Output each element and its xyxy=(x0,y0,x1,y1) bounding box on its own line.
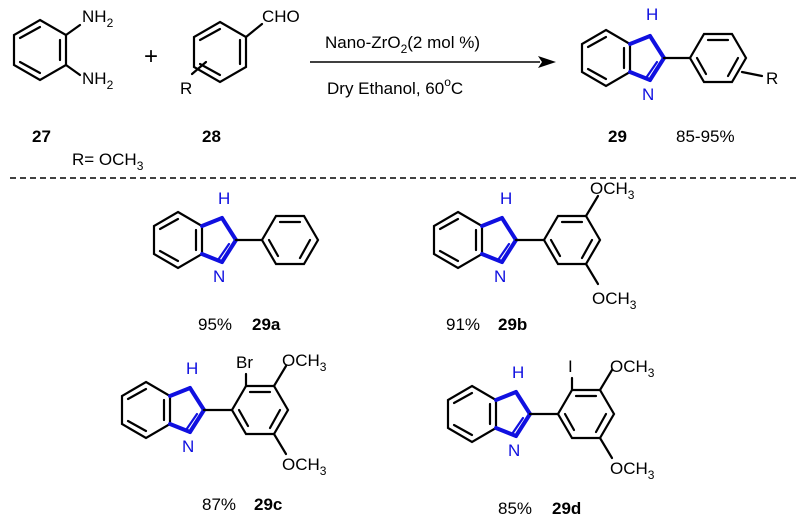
compound-number-29: 29 xyxy=(608,127,627,146)
yield-range: 85-95% xyxy=(676,127,735,146)
plus-sign: + xyxy=(144,43,158,70)
29d-nh-h-label: H xyxy=(512,363,524,382)
reaction-arrow-head xyxy=(538,56,556,68)
aldehyde-r-label: R xyxy=(180,79,192,98)
29c-br-label: Br xyxy=(236,353,253,372)
29d-yield: 85% xyxy=(498,499,532,518)
29b-och3-bottom: OCH3 xyxy=(592,289,637,312)
29c-id: 29c xyxy=(254,495,282,514)
conditions-label: Dry Ethanol, 60oC xyxy=(327,75,463,98)
29d-id: 29d xyxy=(552,499,581,518)
derivative-29d-structure xyxy=(446,368,616,460)
29a-id: 29a xyxy=(252,315,281,334)
reactant-27-structure xyxy=(12,18,82,82)
cho-group-label: CHO xyxy=(262,7,300,26)
29c-och3-top: OCH3 xyxy=(282,351,327,374)
compound-number-28: 28 xyxy=(202,127,221,146)
29d-i-label: I xyxy=(568,357,573,376)
product-r-label: R xyxy=(766,69,778,88)
compound-number-27: 27 xyxy=(32,127,51,146)
substituent-note: R= OCH3 xyxy=(72,150,144,173)
reactant-28-structure xyxy=(190,20,264,84)
nh2-label-bottom: NH2 xyxy=(82,69,114,92)
29d-n-label: N xyxy=(508,441,520,460)
derivative-29a-structure xyxy=(152,210,320,270)
29a-nh-h-label: H xyxy=(218,189,230,208)
catalyst-label: Nano-ZrO2(2 mol %) xyxy=(325,33,480,56)
product-29-structure xyxy=(580,28,764,88)
29b-och3-top: OCH3 xyxy=(590,179,635,202)
derivative-29c-structure xyxy=(120,364,290,456)
29c-nh-h-label: H xyxy=(186,359,198,378)
29a-n-label: N xyxy=(213,267,225,286)
29a-yield: 95% xyxy=(198,315,232,334)
product-n-label: N xyxy=(642,85,654,104)
29d-och3-top: OCH3 xyxy=(610,357,655,380)
29b-n-label: N xyxy=(494,267,506,286)
29b-id: 29b xyxy=(498,315,527,334)
nh2-label-top: NH2 xyxy=(82,7,114,30)
29b-nh-h-label: H xyxy=(500,189,512,208)
29c-yield: 87% xyxy=(202,495,236,514)
29c-och3-bottom: OCH3 xyxy=(282,455,327,478)
29c-n-label: N xyxy=(182,437,194,456)
29d-och3-bottom: OCH3 xyxy=(610,459,655,482)
product-nh-h-label: H xyxy=(646,5,658,24)
29b-yield: 91% xyxy=(446,315,480,334)
derivative-29b-structure xyxy=(432,194,602,286)
